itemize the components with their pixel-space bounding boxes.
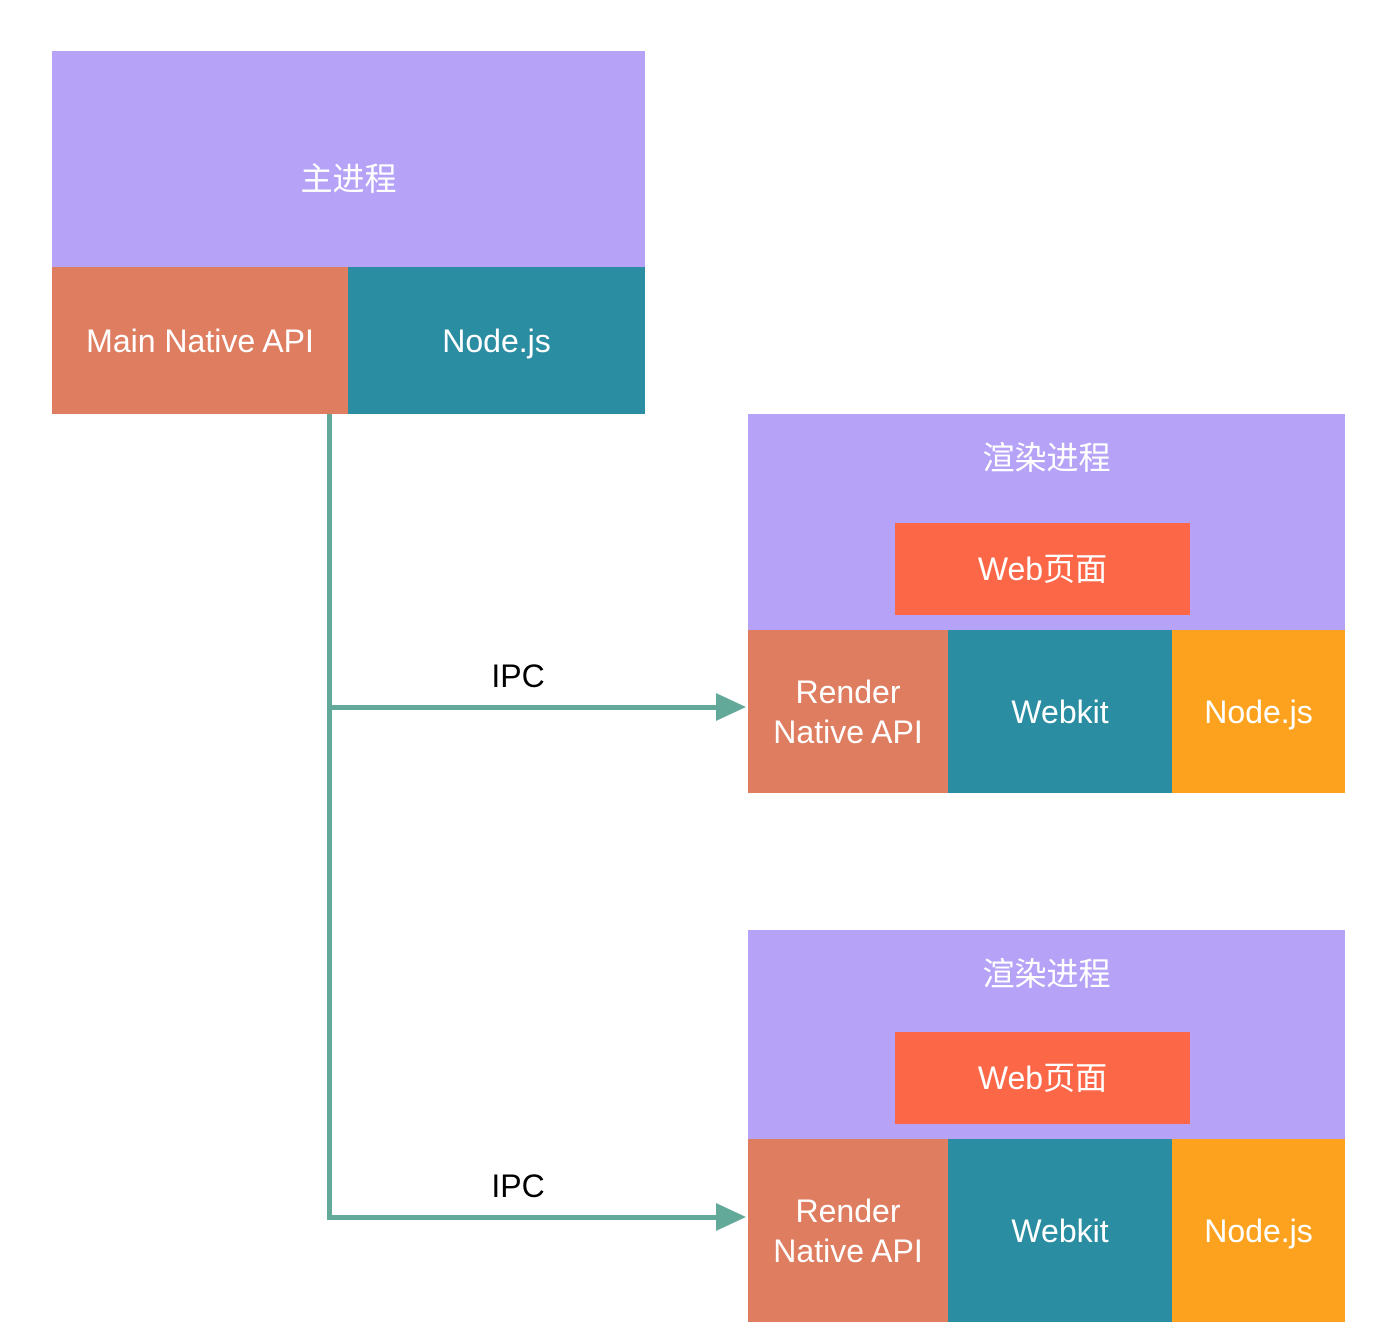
- render-process-1-webkit-label: Webkit: [1011, 693, 1109, 730]
- render-process-1-native-api-block: Render Native API: [748, 630, 948, 793]
- main-native-api-block: Main Native API: [52, 267, 348, 414]
- render-process-1-nodejs-label: Node.js: [1204, 693, 1313, 730]
- render-process-2-webkit-block: Webkit: [948, 1139, 1172, 1322]
- render-process-1-webkit-block: Webkit: [948, 630, 1172, 793]
- render-process-1-title: 渲染进程: [982, 440, 1111, 476]
- arrow-right-icon: [716, 1203, 746, 1231]
- render-process-2-web-page-label: Web页面: [977, 1060, 1108, 1096]
- render-process-2-web-page-block: Web页面: [895, 1032, 1190, 1124]
- render-process-2-webkit-label: Webkit: [1011, 1212, 1109, 1249]
- ipc-connector-vertical-line: [327, 414, 332, 1219]
- render-process-1-nodejs-block: Node.js: [1172, 630, 1345, 793]
- ipc-branch-1-line: [327, 705, 719, 710]
- ipc-label-2: IPC: [491, 1168, 545, 1204]
- render-process-2-title: 渲染进程: [982, 956, 1111, 992]
- render-process-2-native-api-label: Render Native API: [773, 1192, 923, 1269]
- arrow-right-icon: [716, 693, 746, 721]
- render-process-2-nodejs-block: Node.js: [1172, 1139, 1345, 1322]
- main-nodejs-label: Node.js: [442, 322, 551, 359]
- main-process-title: 主进程: [300, 161, 397, 197]
- render-process-2-native-api-block: Render Native API: [748, 1139, 948, 1322]
- main-process-box: 主进程: [52, 51, 645, 267]
- main-nodejs-block: Node.js: [348, 267, 645, 414]
- render-process-1-native-api-label: Render Native API: [773, 673, 923, 750]
- main-native-api-label: Main Native API: [86, 322, 314, 359]
- render-process-2-nodejs-label: Node.js: [1204, 1212, 1313, 1249]
- render-process-1-web-page-block: Web页面: [895, 523, 1190, 615]
- ipc-label-1: IPC: [491, 658, 545, 694]
- render-process-1-web-page-label: Web页面: [977, 551, 1108, 587]
- ipc-branch-2-line: [327, 1215, 719, 1220]
